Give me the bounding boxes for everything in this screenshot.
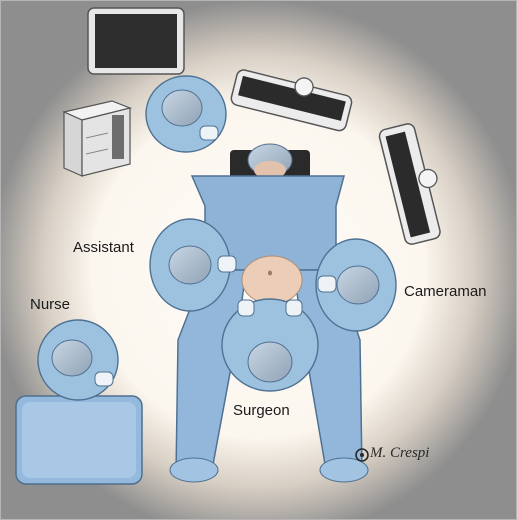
cameraman-figure (316, 239, 396, 331)
nurse-figure (38, 320, 118, 400)
artist-signature: M. Crespi (370, 445, 429, 462)
label-assistant: Assistant (73, 239, 134, 256)
label-cameraman: Cameraman (404, 283, 487, 300)
instrument-table (16, 396, 142, 484)
label-surgeon: Surgeon (233, 402, 290, 419)
laparoscopy-tower (64, 101, 130, 176)
label-nurse: Nurse (30, 296, 70, 313)
wall-monitor-top-left (88, 8, 184, 74)
surgeon-figure (222, 299, 318, 391)
staff-figure-top (146, 76, 226, 152)
